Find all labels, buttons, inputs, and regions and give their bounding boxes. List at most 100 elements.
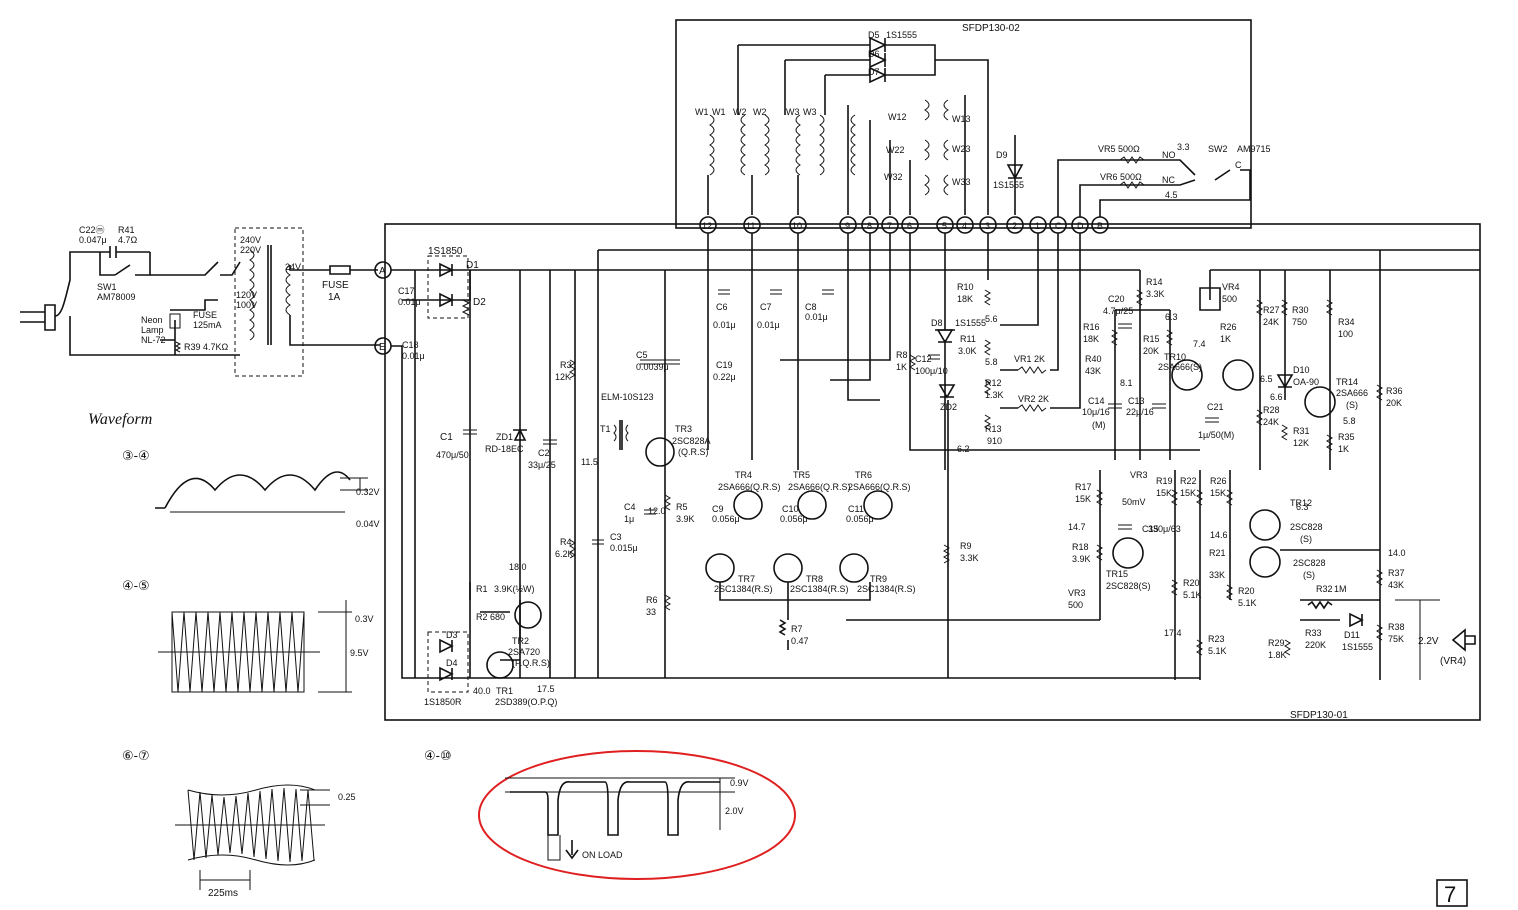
control-section [1096,250,1480,680]
tr3-label: TR3 [675,424,692,434]
c3-value: 0.015μ [610,543,638,553]
tr15-part: 2SC828(S) [1106,581,1151,591]
waveform-4-10-v1: 0.9V [730,778,749,788]
tr9-part: 2SC1384(R.S) [857,584,916,594]
winding-block [707,36,1024,215]
d11-value: 1S1555 [1342,642,1373,652]
r12-label: R12 [985,378,1002,388]
c1-value: 470μ/50 [436,450,469,460]
d8-label: D8 [931,318,943,328]
page-number: 7 [1444,882,1456,907]
terminal-3: 3 [985,221,990,231]
board-outline-01 [384,223,1481,721]
c17-value: 0.01μ [398,297,421,307]
waveform-6-7-v1: 0.25 [338,792,356,802]
tag-6-5: 6.5 [1260,374,1273,384]
zd1-value: RD-18EC [485,444,524,454]
r35-value: 1K [1338,444,1349,454]
r20-value: 5.1K [1183,590,1202,600]
r4-value: 6.2K [555,549,574,559]
sw2-nc: NC [1162,175,1175,185]
terminal-row [699,216,1109,234]
r16-value: 18K [1083,334,1099,344]
sw1-part: AM78009 [97,292,136,302]
d3-label: D3 [446,630,458,640]
terminal-b: B [1097,221,1103,231]
waveform-4-5-v2: 9.5V [350,648,369,658]
tr8-label: TR8 [806,574,823,584]
tap-120v: 120V [236,290,257,300]
c13-value: 22μ/16 [1126,407,1154,417]
r40-value: 43K [1085,366,1101,376]
tag-12-0: 12.0 [648,506,666,516]
r14-value: 3.3K [1146,289,1165,299]
tr13-part: 2SC828 [1293,558,1326,568]
tr4-part: 2SA666(Q.R.S) [718,482,781,492]
vr2-label: VR2 2K [1018,394,1049,404]
t1-label: T1 [600,424,611,434]
c6-value: 0.01μ [713,320,736,330]
c19-value: 0.22μ [713,372,736,382]
c1-label: C1 [440,432,453,443]
tr2-part: 2SA720 [508,647,540,657]
r38-value: 75K [1388,634,1404,644]
c22-value: 0.047μ [79,235,107,245]
r17-label: R17 [1075,482,1092,492]
r16-label: R16 [1083,322,1100,332]
r28-value: 24K [1263,417,1279,427]
terminal-a-label: A [379,266,386,277]
tr6-label: TR6 [855,470,872,480]
sw2-part: AM9715 [1237,144,1271,154]
r1-label: R1 [476,584,488,594]
c11-value: 0.056μ [846,514,874,524]
r23-value: 5.1K [1208,646,1227,656]
tr14-grade: (S) [1346,400,1358,410]
r2-value: 680 [490,612,505,622]
r29-value: 1.8K [1268,650,1287,660]
r31-value: 12K [1293,438,1309,448]
r13-label: R13 [985,424,1002,434]
tr1-label: TR1 [496,686,513,696]
r28-label: R28 [1263,405,1280,415]
r22-value: 15K [1180,488,1196,498]
d10-value: OA-90 [1293,377,1319,387]
neon-label: Neon [141,315,163,325]
r37-value: 43K [1388,580,1404,590]
r3-label: R3 [560,360,572,370]
zd1-label: ZD1 [496,432,513,442]
tr5-label: TR5 [793,470,810,480]
fuse-small-value: 125mA [193,320,222,330]
switch-sw2 [1057,156,1251,217]
c8-label: C8 [805,302,817,312]
r8-value: 1K [896,362,907,372]
r17-value: 15K [1075,494,1091,504]
c12-value: 100μ/10 [915,366,948,376]
tag-11-5: 11.5 [581,457,598,467]
r7-label: R7 [791,624,803,634]
d6-label: D6 [868,49,880,59]
r18-label: R18 [1072,542,1089,552]
r11-label: R11 [960,334,976,344]
c2-value: 33μ/25 [528,460,556,470]
fuse-small-label: FUSE [193,310,217,320]
d8-part: 1S1555 [955,318,986,328]
sw2-no: NO [1162,150,1176,160]
tag-17-5: 17.5 [537,684,555,694]
terminal-d: D [1077,221,1084,231]
r21-label: R21 [1209,548,1226,558]
terminal-e-label: E [379,342,386,353]
tag-6-6: 6.6 [1270,392,1283,402]
r10-label: R10 [957,282,974,292]
d11-label: D11 [1344,630,1360,640]
tr3-grade: (Q.R.S) [678,447,709,457]
r6-value: 33 [646,607,656,617]
c10-label: C10 [782,504,799,514]
winding-w32: W32 [884,172,903,182]
vr3-mv: 50mV [1122,497,1146,507]
vr6-label: VR6 500Ω [1100,172,1142,182]
r26-label: R26 [1220,322,1237,332]
terminal-10: 10 [792,221,802,231]
tr8-part: 2SC1384(R.S) [790,584,849,594]
fuse-value: 1A [328,292,341,303]
c21-label: C21 [1207,402,1224,412]
